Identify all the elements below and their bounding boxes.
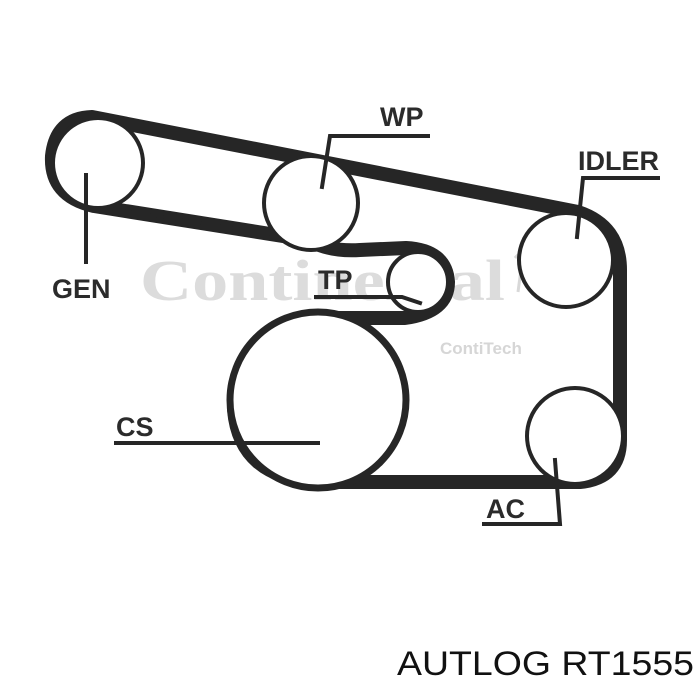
leader-tp xyxy=(314,295,423,306)
label-wp: WP xyxy=(380,102,424,132)
pulley-ac xyxy=(525,386,625,486)
pulley-idler xyxy=(517,211,615,309)
leader-idler xyxy=(574,176,660,240)
leader-lines xyxy=(84,134,660,526)
label-tp: TP xyxy=(318,265,353,295)
caption-part-number: AUTLOG RT1555 xyxy=(397,645,694,683)
watermark-subbrand: ContiTech xyxy=(440,339,522,358)
pulley-wp xyxy=(262,154,360,252)
belt-inner-path xyxy=(92,204,310,242)
pulley-gen xyxy=(51,116,145,210)
leader-ac xyxy=(482,457,563,526)
label-ac: AC xyxy=(486,494,525,524)
pulley-cs xyxy=(226,308,410,492)
leader-wp xyxy=(319,134,430,190)
label-idler: IDLER xyxy=(578,146,659,176)
label-gen: GEN xyxy=(52,274,111,304)
label-cs: CS xyxy=(116,412,154,442)
